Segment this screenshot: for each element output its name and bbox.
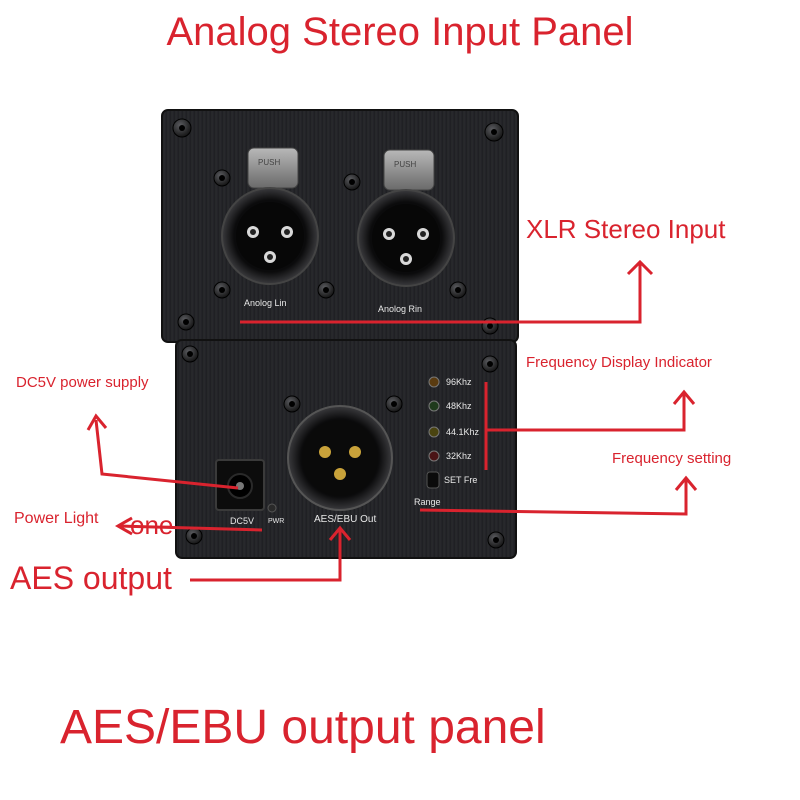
led-32khz-icon <box>428 450 440 462</box>
screw-icon <box>213 281 231 299</box>
set-fre-label: SET Fre <box>444 475 478 485</box>
power-light-callout: Power Light <box>14 510 99 527</box>
freq-32-label: 32Khz <box>446 451 472 461</box>
xlr-male-connector <box>287 405 393 511</box>
xlr-input-callout: XLR Stereo Input <box>526 214 726 244</box>
screw-icon <box>185 527 203 545</box>
push-label-right: PUSH <box>394 160 417 169</box>
dc5v-callout: DC5V power supply <box>16 374 149 391</box>
freq-96-label: 96Khz <box>446 377 472 387</box>
screw-icon <box>317 281 335 299</box>
dc5v-panel-label: DC5V <box>230 516 255 526</box>
annotation-arrows <box>86 259 698 582</box>
screw-icon <box>172 118 192 138</box>
analog-input-panel <box>161 109 519 343</box>
screw-icon <box>343 173 361 191</box>
aes-output-callout: AES output <box>10 560 172 596</box>
freq-48-label: 48Khz <box>446 401 472 411</box>
top-title: Analog Stereo Input Panel <box>166 10 634 54</box>
freq-441-label: 44.1Khz <box>446 427 480 437</box>
screw-icon <box>283 395 301 413</box>
power-light-extra-callout: one <box>130 510 174 540</box>
screw-icon <box>487 531 505 549</box>
freq-setting-callout: Frequency setting <box>612 450 732 467</box>
screw-icon <box>481 317 499 335</box>
analog-left-label: Anolog Lin <box>244 298 287 308</box>
aes-out-panel-label: AES/EBU Out <box>314 514 377 525</box>
push-label-left: PUSH <box>258 158 281 167</box>
xlr-female-connector-right <box>357 149 455 287</box>
screw-icon <box>181 345 199 363</box>
dc-jack-icon <box>215 459 265 511</box>
bottom-title: AES/EBU output panel <box>60 701 546 754</box>
led-96khz-icon <box>428 376 440 388</box>
led-48khz-icon <box>428 400 440 412</box>
pwr-label: PWR <box>268 518 285 525</box>
led-44khz-icon <box>428 426 440 438</box>
xlr-female-connector-left <box>221 147 319 285</box>
set-button-icon <box>426 471 440 489</box>
screw-icon <box>213 169 231 187</box>
screw-icon <box>449 281 467 299</box>
power-led-icon <box>267 503 277 513</box>
screw-icon <box>481 355 499 373</box>
screw-icon <box>385 395 403 413</box>
freq-display-callout: Frequency Display Indicator <box>526 354 712 371</box>
range-label: Range <box>414 497 441 507</box>
screw-icon <box>177 313 195 331</box>
screw-icon <box>484 122 504 142</box>
analog-right-label: Anolog Rin <box>378 304 423 314</box>
